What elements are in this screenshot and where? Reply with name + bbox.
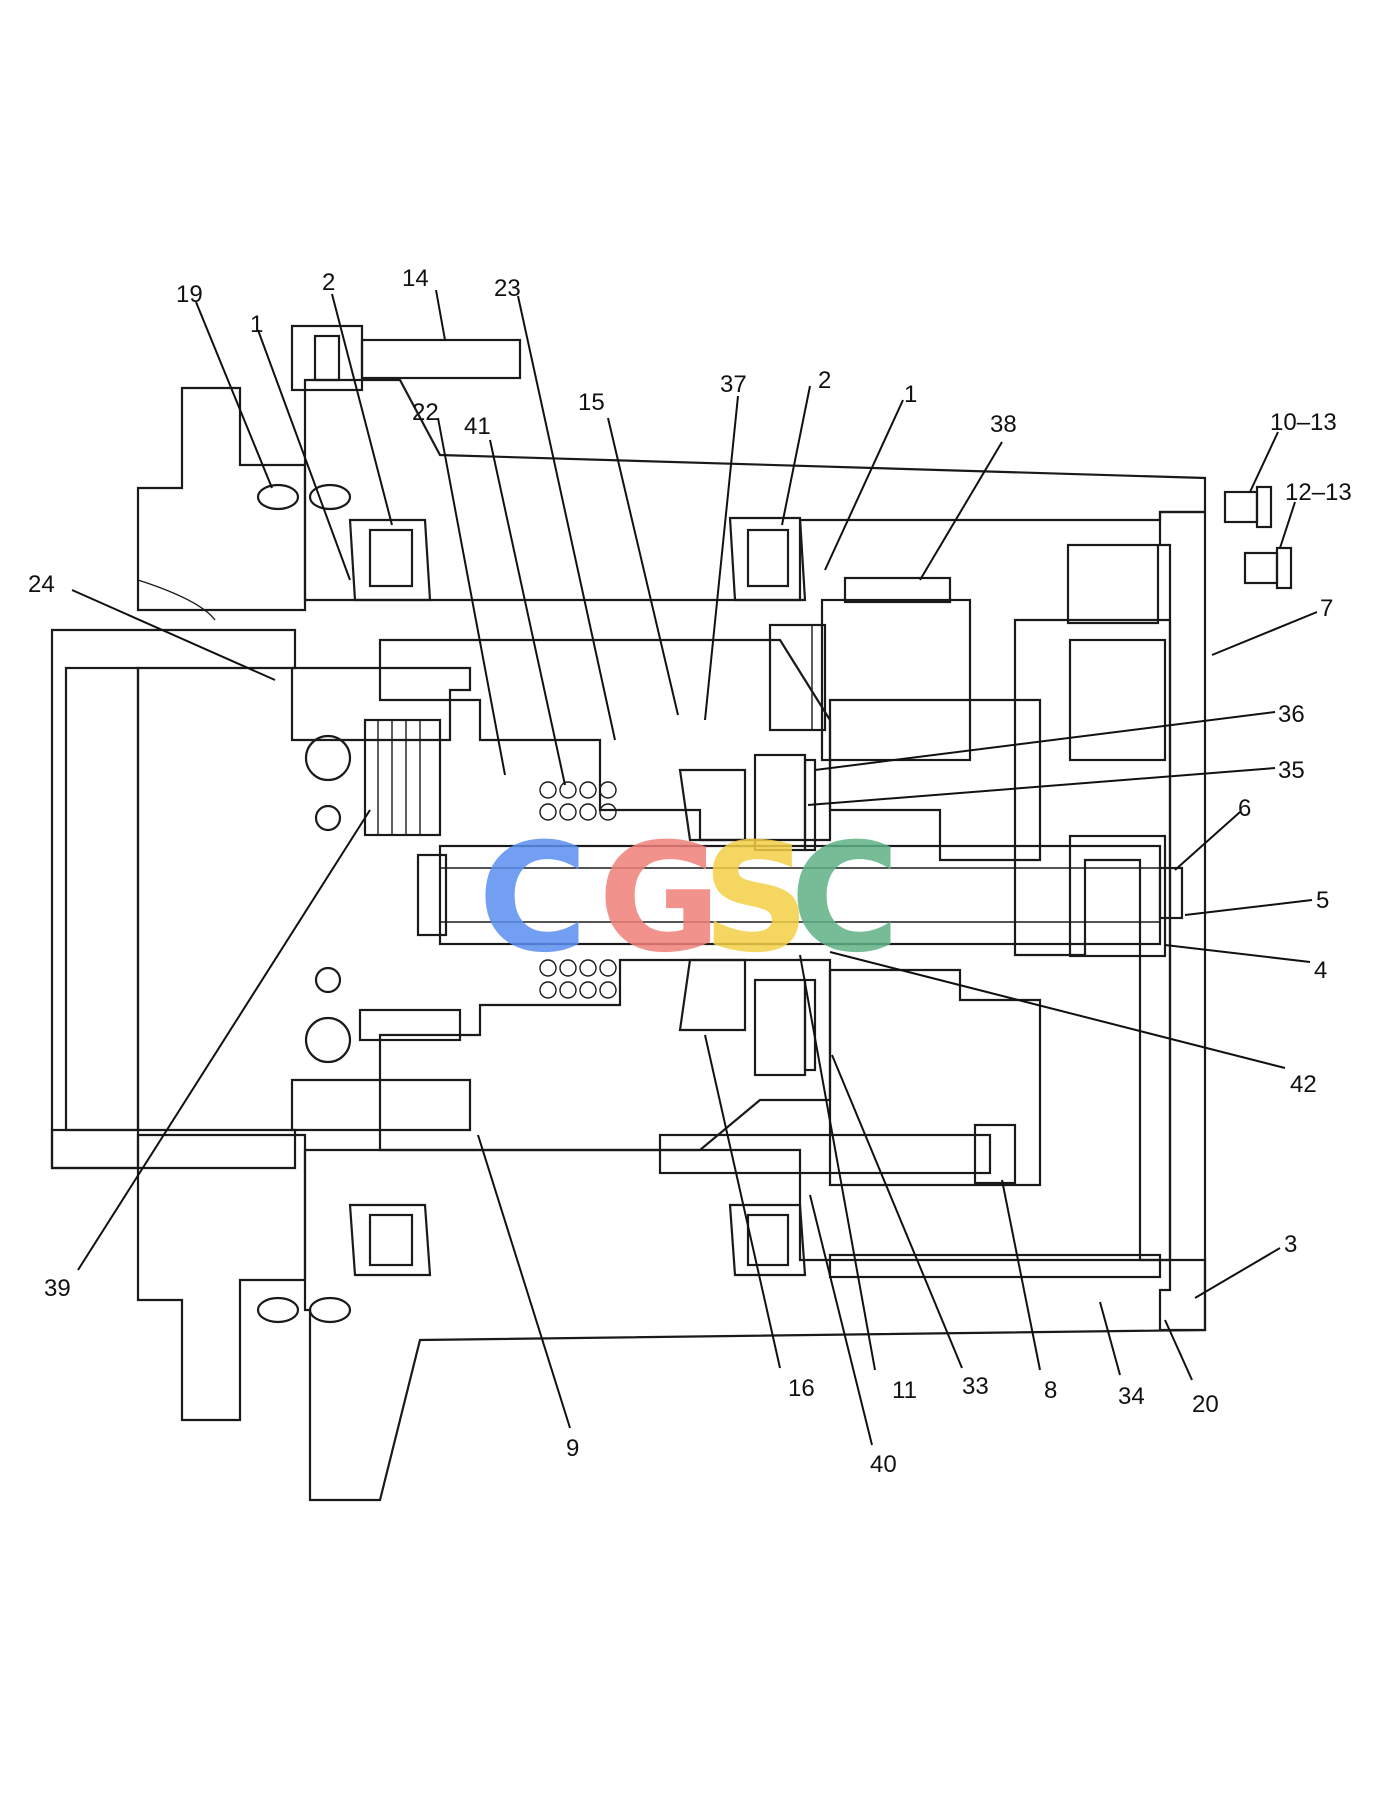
callout-36: 36 — [1278, 701, 1305, 728]
planetary-gear-set — [304, 718, 462, 1064]
brake-disc-pack — [753, 753, 817, 1077]
callout-14: 14 — [402, 265, 429, 292]
callout-33: 33 — [962, 1373, 989, 1400]
callout-6: 6 — [1238, 795, 1251, 822]
callout-40: 40 — [870, 1451, 897, 1478]
watermark-logo: C G S C — [478, 812, 900, 986]
callout-2b: 2 — [818, 367, 831, 394]
callout-35: 35 — [1278, 757, 1305, 784]
callout-24: 24 — [28, 571, 55, 598]
watermark-letter-1: C — [478, 812, 588, 986]
callout-2: 2 — [322, 269, 335, 296]
callout-8: 8 — [1044, 1377, 1057, 1404]
callout-labels: 19 2 14 23 1 22 41 15 37 2 1 38 10–13 12… — [28, 265, 1352, 1478]
callout-1: 1 — [250, 311, 263, 338]
callout-42: 42 — [1290, 1071, 1317, 1098]
callout-16: 16 — [788, 1375, 815, 1402]
callout-20: 20 — [1192, 1391, 1219, 1418]
callout-22: 22 — [412, 399, 439, 426]
callout-1b: 1 — [904, 381, 917, 408]
hydraulic-ports — [1223, 485, 1293, 590]
callout-9: 9 — [566, 1435, 579, 1462]
watermark-letter-4: C — [790, 812, 900, 986]
callout-23: 23 — [494, 275, 521, 302]
watermark-letter-2: G — [598, 812, 721, 986]
callout-12-13: 12–13 — [1285, 479, 1352, 506]
floating-seals — [256, 483, 352, 1324]
callout-15: 15 — [578, 389, 605, 416]
callout-39: 39 — [44, 1275, 71, 1302]
callout-7: 7 — [1320, 595, 1333, 622]
tapered-roller-bearings — [348, 516, 807, 1277]
callout-5: 5 — [1316, 887, 1329, 914]
output-drum — [50, 579, 297, 1170]
callout-41: 41 — [464, 413, 491, 440]
callout-38: 38 — [990, 411, 1017, 438]
watermark-letter-3: S — [702, 812, 810, 986]
bolt-14 — [290, 324, 522, 392]
callout-37: 37 — [720, 371, 747, 398]
tie-rod — [828, 1253, 1162, 1279]
callout-11: 11 — [892, 1377, 917, 1404]
callout-10-13: 10–13 — [1270, 409, 1337, 436]
callout-4: 4 — [1314, 957, 1327, 984]
bolt-8 — [658, 1123, 1017, 1185]
callout-19: 19 — [176, 281, 203, 308]
main-shaft — [438, 834, 1184, 958]
callout-3: 3 — [1284, 1231, 1297, 1258]
leader-lines — [71, 289, 1318, 1446]
brake-springs — [539, 768, 747, 1032]
callout-34: 34 — [1118, 1383, 1145, 1410]
